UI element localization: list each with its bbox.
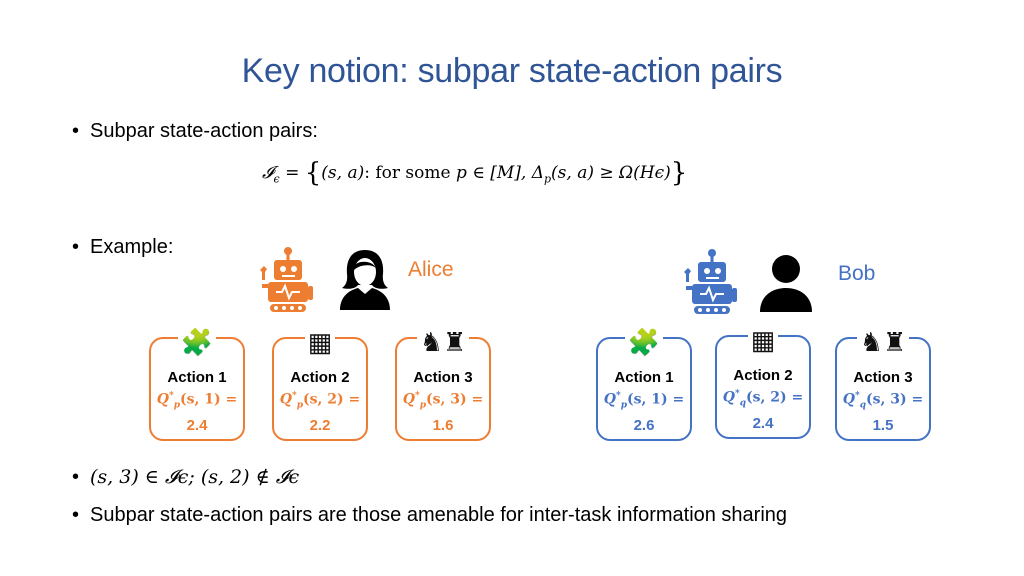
alice-action-2-card: ▦ Action 2 Q*p(s, 2) = 2.2 (272, 327, 368, 441)
subpar-set-formula: 𝓘ϵ = {(s, a): for some p ∈ [M], Δp(s, a)… (262, 158, 687, 188)
formula-pair: (s, a) (321, 163, 365, 183)
bullet-subpar-text: Subpar state-action pairs: (90, 120, 318, 142)
formula-cond-sub: p (544, 172, 552, 186)
bullet-subpar: • Subpar state-action pairs: (72, 120, 318, 143)
bullet-dot: • (72, 504, 80, 526)
bob-action-1-card: 🧩 Action 1 Q*p(s, 1) = 2.6 (596, 327, 692, 441)
maze-icon: ▦ (717, 325, 809, 355)
alice-action-1-card: 🧩 Action 1 Q*p(s, 1) = 2.4 (149, 327, 245, 441)
formula-close-brace: } (670, 158, 688, 188)
robot-icon (260, 247, 313, 312)
q-value-expr: Q*p(s, 3) = (402, 391, 484, 411)
bullet-membership: • (s, 3) ∈ 𝓘ϵ; (s, 2) ∉ 𝓘ϵ (72, 466, 299, 489)
membership-formula: (s, 3) ∈ 𝓘ϵ; (s, 2) ∉ 𝓘ϵ (90, 466, 300, 488)
bob-action-2-card: ▦ Action 2 Q*q(s, 2) = 2.4 (715, 325, 811, 439)
chess-icon: ♞♜ (397, 327, 489, 357)
formula-eq: = (279, 163, 305, 183)
formula-lhs: 𝓘 (262, 163, 274, 183)
formula-open-brace: { (304, 158, 322, 188)
formula-colon: : (364, 163, 376, 183)
action-label: Action 2 (290, 369, 350, 386)
slide-title: Key notion: subpar state-action pairs (241, 52, 783, 90)
q-value: 2.4 (752, 415, 774, 432)
formula-rest: (s, a) ≥ Ω(Hϵ) (551, 163, 671, 183)
bullet-dot: • (72, 120, 80, 142)
q-value-expr: Q*q(s, 3) = (842, 391, 924, 411)
bob-action-3-card: ♞♜ Action 3 Q*q(s, 3) = 1.5 (835, 327, 931, 441)
bullet-example: • Example: (72, 236, 173, 259)
action-label: Action 2 (733, 367, 793, 384)
action-label: Action 3 (413, 369, 473, 386)
woman-icon (340, 250, 390, 310)
q-value-expr: Q*q(s, 2) = (722, 389, 804, 409)
formula-cond: p ∈ [M], Δ (455, 163, 544, 183)
action-label: Action 3 (853, 369, 913, 386)
formula-text: for some (375, 163, 456, 183)
man-icon (760, 255, 812, 312)
formula-lhs-sub: ϵ (273, 172, 280, 186)
q-value: 1.6 (432, 417, 454, 434)
bullet-dot: • (72, 466, 80, 488)
bullet-example-text: Example: (90, 236, 174, 258)
chess-icon: ♞♜ (837, 327, 929, 357)
action-label: Action 1 (614, 369, 674, 386)
bob-name: Bob (838, 262, 876, 285)
q-value-expr: Q*p(s, 2) = (279, 391, 361, 411)
puzzle-icon: 🧩 (151, 327, 243, 357)
q-value-expr: Q*p(s, 1) = (156, 391, 238, 411)
q-value: 1.5 (872, 417, 894, 434)
bullet-dot: • (72, 236, 80, 258)
q-value: 2.6 (633, 417, 655, 434)
q-value: 2.2 (309, 417, 331, 434)
q-value-expr: Q*p(s, 1) = (603, 391, 685, 411)
bullet-amenable: • Subpar state-action pairs are those ame… (72, 504, 787, 527)
maze-icon: ▦ (274, 327, 366, 357)
alice-name: Alice (408, 258, 454, 281)
q-value: 2.4 (186, 417, 208, 434)
action-label: Action 1 (167, 369, 227, 386)
puzzle-icon: 🧩 (598, 327, 690, 357)
alice-action-3-card: ♞♜ Action 3 Q*p(s, 3) = 1.6 (395, 327, 491, 441)
robot-icon (684, 249, 737, 314)
bullet-amenable-text: Subpar state-action pairs are those amen… (90, 504, 788, 526)
